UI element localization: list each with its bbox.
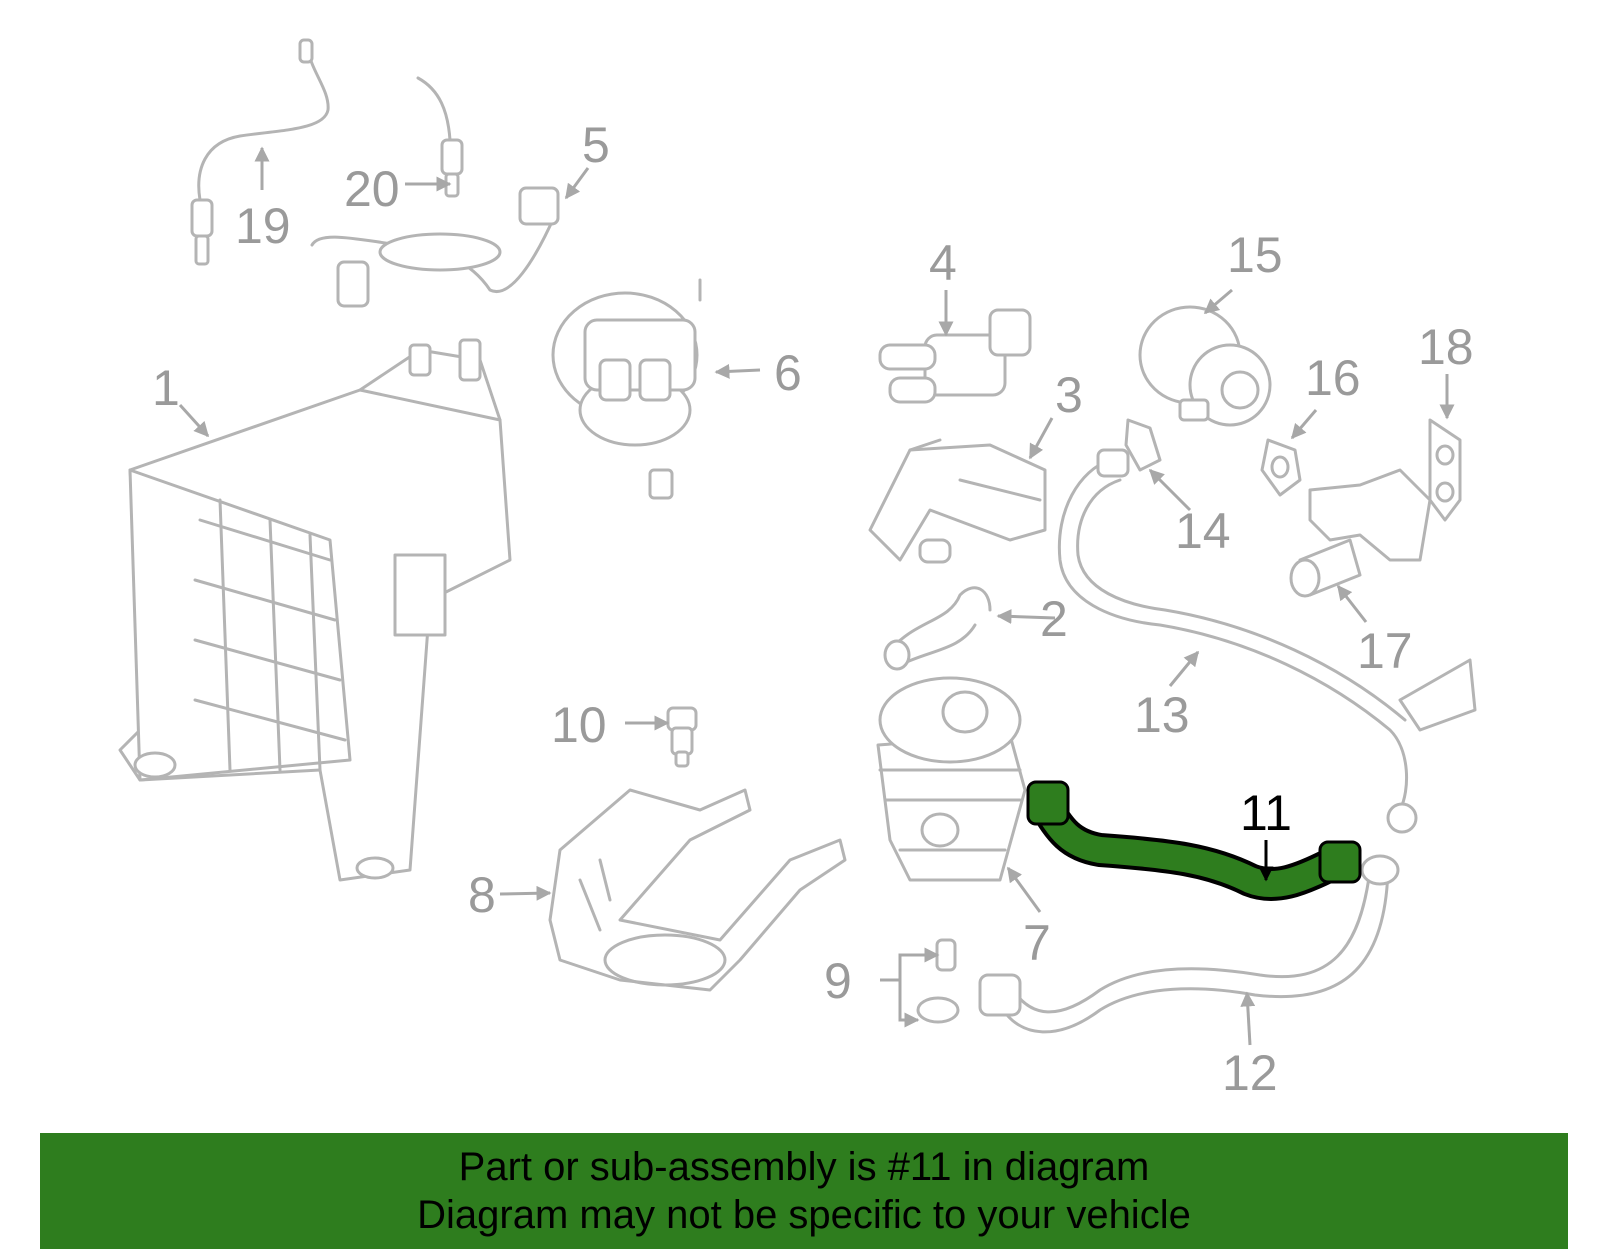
- callout-16: 16: [1305, 350, 1361, 406]
- callout-3: 3: [1055, 367, 1083, 423]
- callout-17: 17: [1357, 623, 1413, 679]
- callout-1: 1: [152, 360, 180, 416]
- part-19-oxygen-sensor: [190, 38, 330, 266]
- leader-lines: [178, 146, 1455, 1046]
- callout-6: 6: [774, 345, 802, 401]
- part-8-bracket: [548, 788, 847, 992]
- callout-numbers: 1 2 3 4 5 6 7 8 9 10 11 12 13 14 15 16 1…: [152, 117, 1474, 1101]
- part-12-pipe: [978, 854, 1400, 1034]
- part-11-hose-highlighted: [1026, 780, 1362, 901]
- part-3-bracket: [868, 438, 1047, 564]
- callout-10: 10: [551, 697, 607, 753]
- banner-line-1: Part or sub-assembly is #11 in diagram: [458, 1145, 1150, 1189]
- callout-4: 4: [929, 235, 957, 291]
- callout-13: 13: [1134, 687, 1190, 743]
- part-17-pipe-elbow: [1289, 468, 1432, 598]
- callout-12: 12: [1222, 1045, 1278, 1101]
- part-18-gasket: [1428, 418, 1462, 522]
- callout-9: 9: [824, 953, 852, 1009]
- callout-14: 14: [1175, 503, 1231, 559]
- callout-11: 11: [1240, 785, 1292, 841]
- parts-diagram: 1 2 3 4 5 6 7 8 9 10 11 12 13 14 15 16 1…: [118, 38, 1477, 1101]
- callout-15: 15: [1227, 227, 1283, 283]
- part-6-pump-valve: [551, 278, 702, 500]
- callout-2: 2: [1040, 591, 1068, 647]
- part-14-gasket: [1124, 418, 1162, 472]
- part-5-harness: [310, 186, 560, 308]
- callout-19: 19: [235, 198, 291, 254]
- callout-5: 5: [582, 117, 610, 173]
- part-1-canister: [118, 338, 512, 882]
- part-13-pipe: [1057, 448, 1477, 834]
- callout-8: 8: [468, 867, 496, 923]
- part-15-valve: [1138, 305, 1272, 427]
- part-20-oxygen-sensor: [416, 76, 464, 198]
- callout-18: 18: [1418, 319, 1474, 375]
- callout-7: 7: [1023, 915, 1051, 971]
- part-7-air-pump: [876, 676, 1027, 882]
- part-4-valve: [878, 308, 1032, 404]
- callout-20: 20: [344, 161, 400, 217]
- part-10-sensor: [666, 706, 698, 768]
- banner-line-2: Diagram may not be specific to your vehi…: [417, 1193, 1191, 1237]
- info-banner: Part or sub-assembly is #11 in diagram D…: [40, 1133, 1568, 1249]
- part-9-fasteners: [916, 938, 960, 1024]
- part-16-gasket: [1260, 438, 1302, 497]
- part-2-elbow-hose: [883, 586, 992, 671]
